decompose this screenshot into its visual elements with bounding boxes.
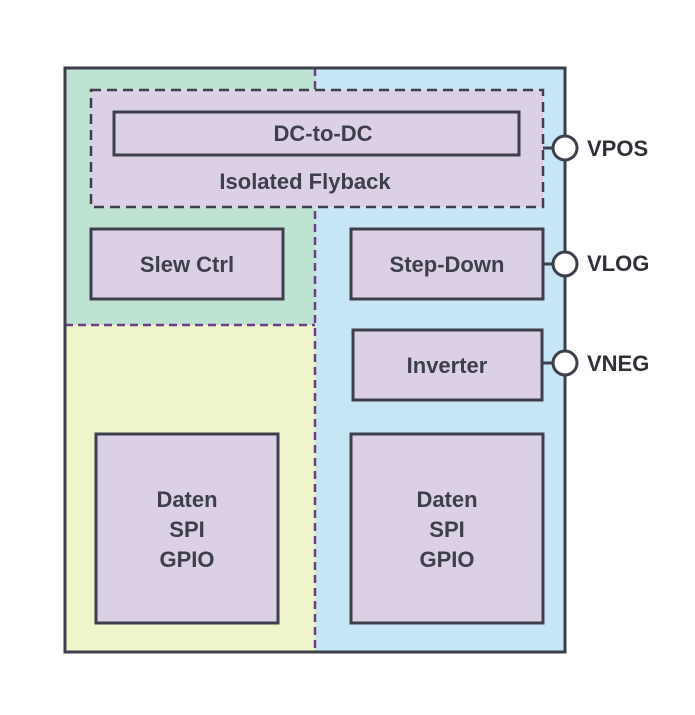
vpos-label: VPOS [587,136,648,161]
dcdc-block [112,110,521,157]
data-right-line-1: Daten [416,487,477,512]
data-right-line-2: SPI [429,517,464,542]
data-right-line-3: GPIO [419,547,474,572]
inverter-block [351,328,544,402]
vlog-label: VLOG [587,251,649,276]
data-left-line-3: GPIO [159,547,214,572]
step-down-block [349,227,545,301]
slew-ctrl-label: Slew Ctrl [140,252,234,277]
flyback-label: Isolated Flyback [219,169,391,194]
vlog-pin-icon [551,250,579,278]
inverter-label: Inverter [407,353,488,378]
step-down-label: Step-Down [390,252,505,277]
vpos-pin-icon [551,134,579,162]
vneg-pin-icon [551,349,579,377]
slew-ctrl-block [89,227,285,301]
data-left-line-1: Daten [156,487,217,512]
data-block-left [94,432,280,625]
vneg-label: VNEG [587,351,649,376]
dcdc-label: DC-to-DC [274,121,373,146]
data-left-line-2: SPI [169,517,204,542]
data-block-right [349,432,545,625]
